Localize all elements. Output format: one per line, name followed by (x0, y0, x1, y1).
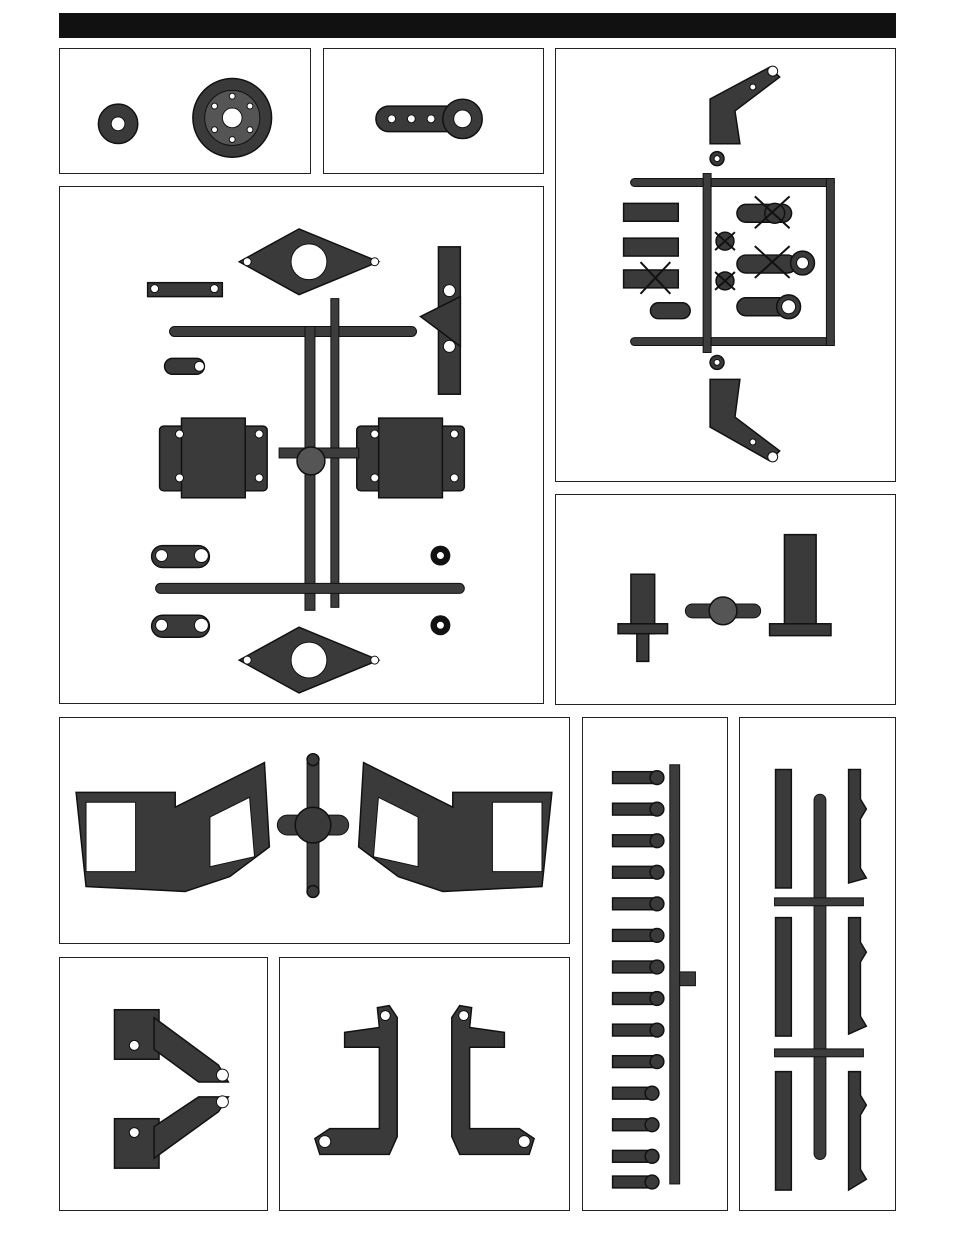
panel-gearbox-tree (59, 186, 544, 704)
panel-bumper-tree (739, 717, 896, 1211)
panel-c-hubs (279, 957, 570, 1211)
panel-diff-gears (59, 48, 311, 174)
gearbox-sprue-icon (60, 187, 543, 703)
outdrive-icon (556, 495, 895, 704)
ball-stud-row (613, 771, 664, 1189)
knuckle-icon (60, 958, 267, 1210)
panel-steering-knuckles (59, 957, 268, 1211)
large-gear (193, 79, 272, 158)
bumper-sprue-icon (740, 718, 895, 1210)
servo-horn-icon (324, 49, 543, 173)
sprue-tree-icon (556, 49, 895, 481)
c-hub-icon (280, 958, 569, 1210)
panel-suspension-arms (59, 717, 570, 944)
panel-steering-tree (555, 48, 896, 482)
header-bar (59, 13, 896, 38)
a-arm-icon (60, 718, 569, 943)
small-gear (98, 104, 137, 143)
ball-stud-icon (583, 718, 727, 1210)
panel-outdrive-cups (555, 494, 896, 705)
panel-servo-saver-horn (323, 48, 544, 174)
panel-ball-studs (582, 717, 728, 1211)
bevel-gear-icon (60, 49, 310, 173)
